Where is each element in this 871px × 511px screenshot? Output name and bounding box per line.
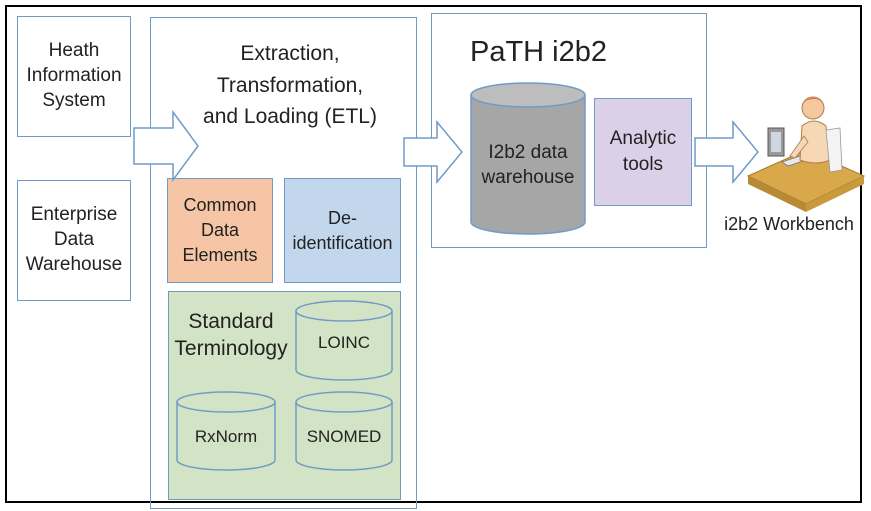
cde-line-1: Common [183, 195, 257, 216]
path-i2b2-container [431, 13, 707, 248]
edw-line-3: Warehouse [25, 253, 123, 275]
loinc-label: LOINC [318, 333, 370, 352]
source-health-information-system: Heath Information System [17, 16, 131, 137]
term-line-1: Standard [188, 310, 274, 333]
deid-line-2: identification [292, 232, 393, 253]
snomed-cylinder [295, 391, 393, 471]
deid-line-1: De- [327, 207, 357, 228]
etl-title-line-3: and Loading (ETL) [203, 105, 377, 128]
etl-title: Extraction, Transformation, and Loading … [170, 38, 410, 133]
term-line-2: Terminology [174, 337, 288, 361]
source-enterprise-data-warehouse: Enterprise Data Warehouse [17, 180, 131, 301]
cde-line-2: Data [200, 220, 239, 241]
standard-terminology-label: Standard Terminology [168, 308, 294, 363]
warehouse-cylinder [470, 82, 586, 235]
arrow-path-to-workbench [694, 119, 759, 185]
snomed-label: SNOMED [306, 427, 382, 446]
etl-title-line-2: Transformation, [216, 73, 364, 97]
common-data-elements-box: Common Data Elements [167, 178, 273, 283]
etl-title-line-1: Extraction, [240, 42, 340, 65]
warehouse-label: I2b2 data warehouse [471, 140, 585, 190]
arrow-etl-to-path [403, 119, 463, 185]
user-at-workstation-icon [746, 96, 866, 212]
path-i2b2-title: PaTH i2b2 [470, 36, 608, 68]
warehouse-line-1: I2b2 data [488, 142, 568, 163]
analytic-line-1: Analytic [609, 127, 677, 149]
cde-line-3: Elements [182, 244, 258, 265]
workbench-label: i2b2 Workbench [724, 214, 854, 234]
rxnorm-label: RxNorm [194, 427, 258, 446]
arrow-sources-to-etl [133, 109, 199, 183]
his-line-1: Heath [48, 40, 100, 62]
loinc-cylinder [295, 300, 393, 381]
his-line-2: Information [26, 65, 122, 87]
diagram-frame [5, 5, 862, 503]
edw-line-1: Enterprise [30, 204, 118, 226]
analytic-tools-box: Analytic tools [594, 98, 692, 206]
etl-container [150, 17, 417, 509]
edw-line-2: Data [53, 229, 95, 251]
rxnorm-cylinder [176, 391, 276, 471]
deidentification-box: De- identification [284, 178, 401, 283]
his-line-3: System [42, 89, 106, 111]
warehouse-line-2: warehouse [481, 167, 575, 189]
analytic-line-2: tools [622, 154, 664, 175]
